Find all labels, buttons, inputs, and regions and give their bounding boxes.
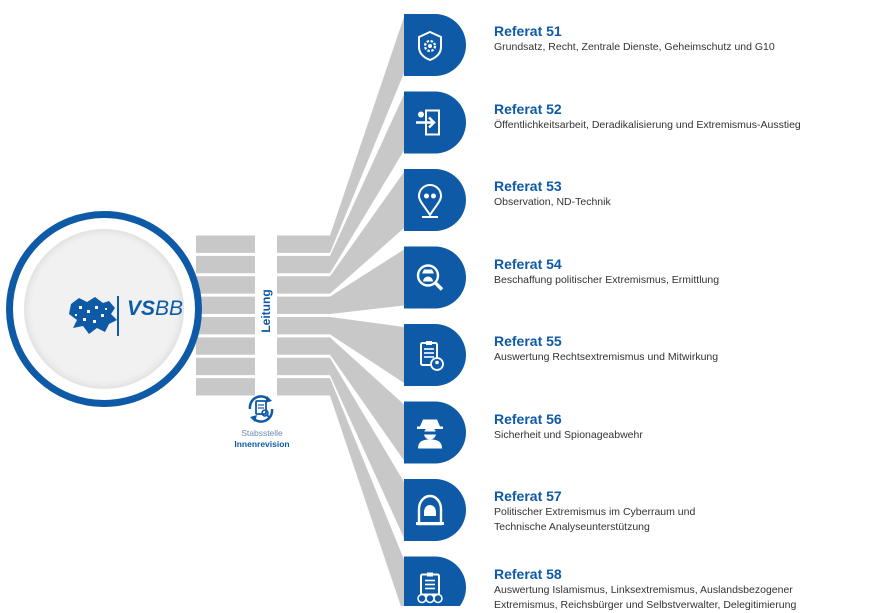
referat-description: Öffentlichkeitsarbeit, Deradikalisierung…	[494, 118, 801, 131]
referat-title: Referat 53	[494, 178, 562, 194]
connector-wedge	[330, 357, 404, 538]
connector-wedge	[330, 94, 404, 274]
connector-wedge	[330, 378, 404, 606]
referat-description: Politischer Extremismus im Cyberraum und	[494, 506, 696, 518]
referat-title: Referat 55	[494, 333, 562, 349]
logo-inner-disc: VSBB	[24, 229, 184, 389]
connector-wedge	[330, 249, 404, 314]
audit-document-cycle-icon	[248, 395, 274, 423]
hooded-hacker-icon	[416, 494, 444, 526]
leitung-bar: Leitung	[255, 232, 277, 400]
clipboard-person-icon	[420, 341, 444, 371]
referat-description: Sicherheit und Spionageabwehr	[494, 428, 643, 441]
referat-title: Referat 51	[494, 23, 562, 39]
referat-title: Referat 57	[494, 488, 562, 504]
referat-item: Referat 57 Politischer Extremismus im Cyb…	[494, 488, 884, 535]
innenrevision-label: Innenrevision	[234, 439, 290, 449]
magnifier-agent-icon	[416, 264, 444, 291]
connector-wedge	[330, 172, 404, 294]
referat-title: Referat 54	[494, 255, 562, 272]
referat-description: Grundsatz, Recht, Zentrale Dienste, Gehe…	[494, 41, 775, 53]
leitung-label: Leitung	[259, 289, 273, 333]
referat-description: Observation, ND-Technik	[494, 196, 611, 208]
spy-agent-icon	[417, 419, 443, 449]
referat-description: Extremismus, Reichsbürger und Selbstverw…	[494, 598, 797, 611]
referat-title: Referat 52	[494, 100, 562, 117]
clipboard-group-icon	[417, 572, 443, 604]
vsbb-logo-badge: VSBB	[6, 211, 202, 407]
referat-item: Referat 51 Grundsatz, Recht, Zentrale Die…	[494, 23, 884, 55]
logo-wordmark: VSBB	[127, 297, 184, 320]
location-pin-spy-icon	[417, 184, 443, 218]
referat-description: Beschaffung politischer Extremismus, Erm…	[494, 273, 720, 286]
connector-wedge	[330, 317, 404, 383]
brandenburg-map-icon	[69, 296, 119, 336]
referat-description: Technische Analyseunterstützung	[494, 521, 650, 533]
connector-wedge	[330, 17, 404, 253]
referat-title: Referat 58	[494, 565, 562, 582]
referat-description: Auswertung Islamismus, Linksextremismus,…	[494, 583, 793, 596]
referat-tab	[404, 324, 466, 386]
connector-wedge	[330, 337, 404, 461]
stabsstelle-label: Stabsstelle	[241, 428, 283, 438]
referat-tab	[404, 169, 466, 231]
referat-item: Referat 53 Observation, ND-Technik	[494, 178, 884, 210]
exit-door-arrow-icon	[416, 109, 440, 136]
referat-title: Referat 56	[494, 410, 562, 427]
referat-description: Auswertung Rechtsextremismus und Mitwirk…	[494, 351, 719, 363]
referat-tab	[404, 246, 466, 309]
shield-gear-icon	[418, 30, 442, 62]
referat-item: Referat 55 Auswertung Rechtsextremismus u…	[494, 333, 884, 365]
